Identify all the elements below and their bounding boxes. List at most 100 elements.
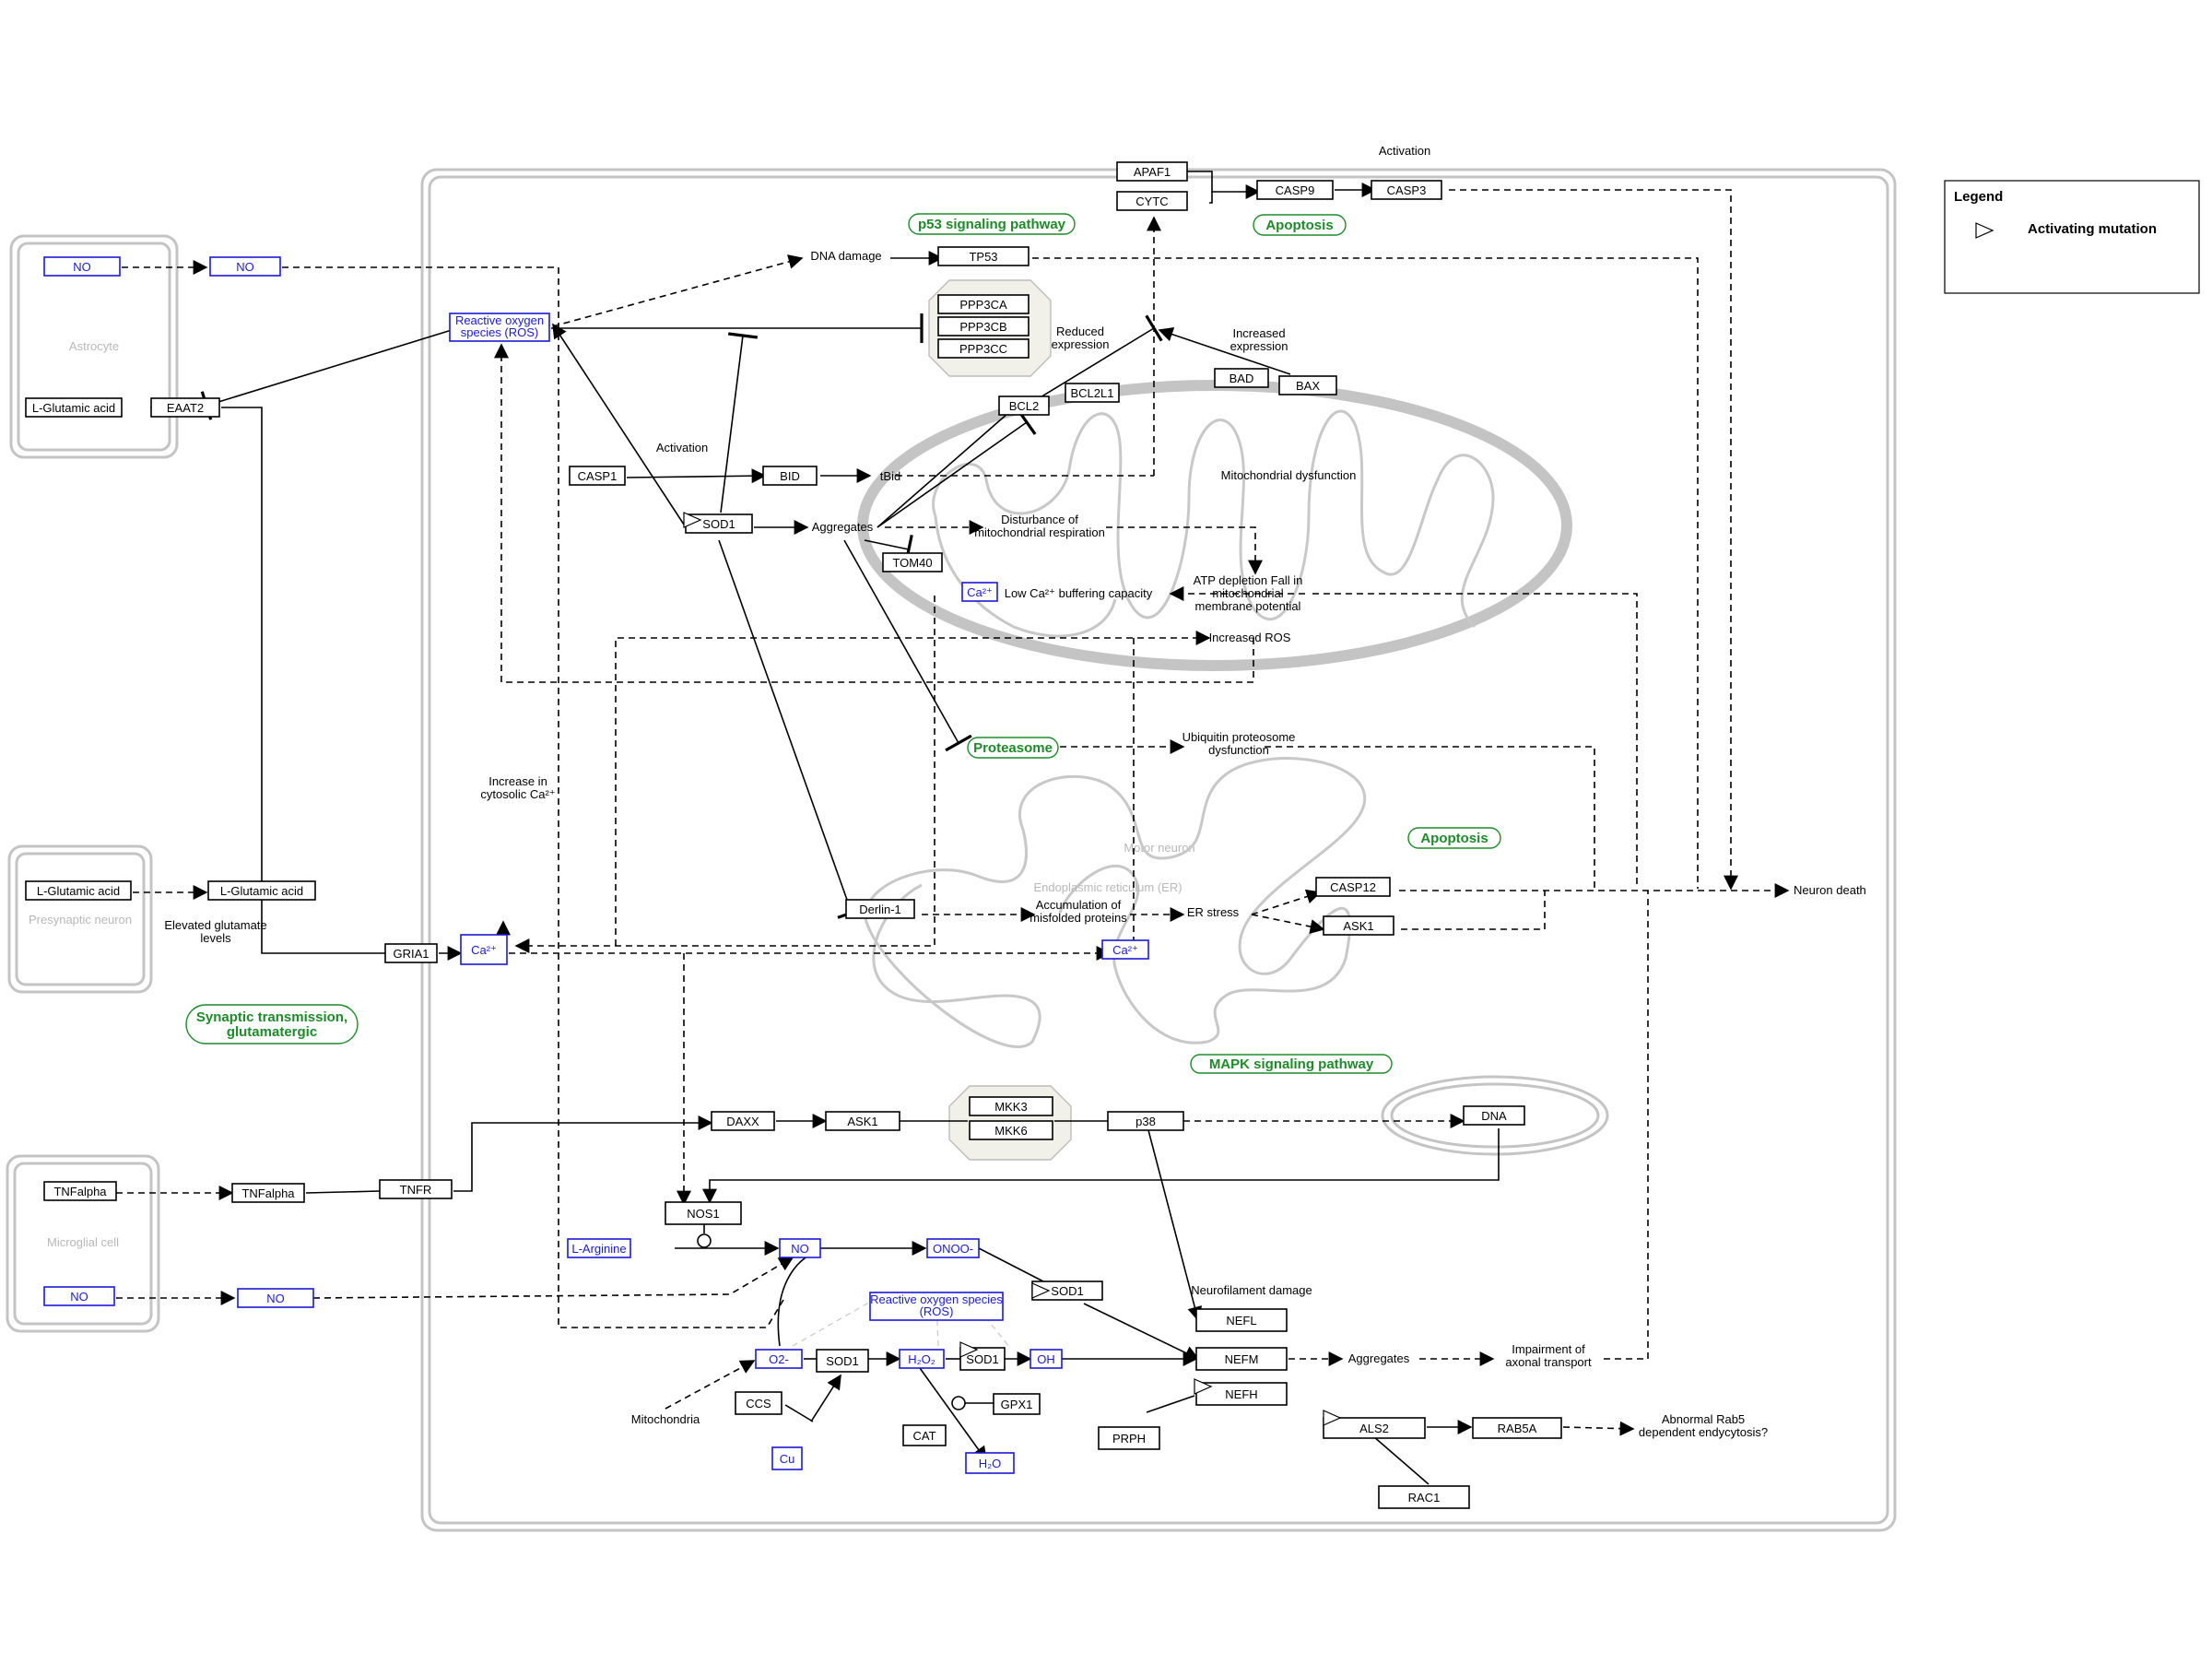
pathway-apoptosis-mid[interactable]: Apoptosis [1407,827,1501,849]
svg-text:MAPK signaling pathway: MAPK signaling pathway [1209,1056,1374,1072]
node-ppp3ca[interactable]: PPP3CA [937,294,1030,314]
node-dna[interactable]: DNA [1463,1105,1525,1126]
node-sod1-a-label: SOD1 [702,517,735,531]
node-casp3[interactable]: CASP3 [1371,180,1442,200]
svg-text:Apoptosis: Apoptosis [1420,831,1488,846]
node-tnfr[interactable]: TNFR [379,1179,453,1199]
node-mkk6-label: MKK6 [994,1124,1027,1138]
node-lglu-syn-label: L-Glutamic acid [220,884,303,898]
node-ca-er[interactable]: Ca²⁺ [1101,939,1149,960]
node-daxx[interactable]: DAXX [711,1111,775,1131]
node-no-astro-1-label: NO [73,260,91,274]
node-ca-mito[interactable]: Ca²⁺ [961,582,998,602]
node-no-micro-2[interactable]: NO [237,1288,314,1308]
node-ros-top-line1: Reactive oxygen [455,313,544,327]
node-bid[interactable]: BID [762,466,818,486]
node-rab5a[interactable]: RAB5A [1472,1417,1562,1439]
node-ca-gria[interactable]: Ca²⁺ [460,934,508,965]
node-no-astro-1[interactable]: NO [43,256,121,277]
node-ccs[interactable]: CCS [735,1391,782,1415]
node-ros-top-line2: species (ROS) [461,325,539,339]
node-bcl2l1[interactable]: BCL2L1 [1065,383,1120,403]
node-no-micro-1[interactable]: NO [43,1286,115,1306]
node-onoo[interactable]: ONOO- [926,1238,980,1258]
node-p38[interactable]: p38 [1107,1111,1184,1131]
node-ask1-er-label: ASK1 [1343,919,1373,933]
node-sod1-d[interactable]: SOD1 [959,1347,1006,1371]
node-casp1[interactable]: CASP1 [569,466,626,486]
node-o2[interactable]: O2- [755,1349,803,1369]
node-gria1[interactable]: GRIA1 [384,943,438,963]
node-oh[interactable]: OH [1030,1349,1063,1369]
node-lglu-syn[interactable]: L-Glutamic acid [207,880,316,901]
node-casp12[interactable]: CASP12 [1315,877,1391,897]
node-rac1-label: RAC1 [1408,1491,1441,1505]
legend-title: Legend [1954,189,2003,205]
node-apaf1[interactable]: APAF1 [1116,161,1188,182]
node-rac1[interactable]: RAC1 [1378,1485,1470,1509]
pathway-mapk[interactable]: MAPK signaling pathway [1190,1054,1393,1074]
node-bax[interactable]: BAX [1278,375,1337,395]
node-no-main[interactable]: NO [779,1238,821,1258]
label-neuron-death: Neuron death [1794,883,1866,897]
node-tnfa-2[interactable]: TNFalpha [231,1183,305,1203]
node-sod1-d-label: SOD1 [966,1352,998,1366]
node-tnfa-micro[interactable]: TNFalpha [43,1181,117,1201]
node-mkk3[interactable]: MKK3 [969,1096,1053,1116]
node-derlin1[interactable]: Derlin-1 [845,899,915,919]
node-mkk6[interactable]: MKK6 [969,1120,1053,1140]
node-cat[interactable]: CAT [902,1424,947,1446]
node-nefh[interactable]: NEFH [1195,1382,1288,1406]
node-cytc[interactable]: CYTC [1116,191,1188,211]
node-ppp3cb[interactable]: PPP3CB [937,316,1030,336]
label-atp-3: membrane potential [1195,599,1301,613]
node-lglu-astro[interactable]: L-Glutamic acid [25,397,123,418]
node-oh-label: OH [1037,1352,1055,1366]
node-lglu-astro-label: L-Glutamic acid [32,401,115,415]
node-lglu-pre-label: L-Glutamic acid [37,884,120,898]
node-bcl2[interactable]: BCL2 [998,395,1050,416]
node-sod1-c[interactable]: SOD1 [816,1349,869,1373]
node-gpx1[interactable]: GPX1 [993,1393,1041,1415]
node-cu[interactable]: Cu [771,1446,803,1470]
label-aggregates-1: Aggregates [812,520,874,534]
node-ask1[interactable]: ASK1 [825,1111,900,1131]
node-larginine[interactable]: L-Arginine [567,1238,631,1258]
pathway-p53[interactable]: p53 signaling pathway [908,213,1076,235]
label-impair-1: Impairment of [1512,1342,1585,1356]
label-increased-expr-1: Increased [1232,326,1285,340]
node-ask1-er[interactable]: ASK1 [1323,915,1394,936]
node-prph[interactable]: PRPH [1098,1426,1160,1450]
node-nos1[interactable]: NOS1 [665,1201,742,1225]
node-bad[interactable]: BAD [1214,368,1269,388]
activating-mutation-markers [683,512,1342,1426]
node-h2o2[interactable]: H₂O₂ [899,1349,945,1369]
node-ppp3cc[interactable]: PPP3CC [937,338,1030,359]
node-als2[interactable]: ALS2 [1323,1417,1426,1439]
node-lglu-pre[interactable]: L-Glutamic acid [25,880,132,901]
node-sod1-a[interactable]: SOD1 [685,513,753,534]
node-nos1-label: NOS1 [687,1207,719,1221]
motor-neuron-compartment: Motor neuron [420,168,1897,1532]
node-mkk3-label: MKK3 [994,1100,1027,1114]
node-tom40[interactable]: TOM40 [882,552,943,572]
node-no-astro-2[interactable]: NO [209,256,281,277]
node-ros-bottom[interactable]: Reactive oxygen species(ROS) [869,1292,1004,1321]
pathway-proteasome[interactable]: Proteasome [967,737,1059,759]
presynaptic-neuron-label: Presynaptic neuron [29,913,132,926]
node-gria1-label: GRIA1 [393,947,429,961]
node-eaat2-label: EAAT2 [167,401,204,415]
node-casp9[interactable]: CASP9 [1256,180,1334,200]
node-als2-label: ALS2 [1359,1422,1389,1435]
node-nefm[interactable]: NEFM [1195,1347,1288,1371]
label-elev-glu-2: levels [200,931,231,945]
node-tp53[interactable]: TP53 [937,246,1030,266]
pathway-synaptic-transmission[interactable]: Synaptic transmission, glutamatergic [185,1004,359,1044]
node-h2o[interactable]: H₂O [965,1452,1015,1474]
node-nefl[interactable]: NEFL [1195,1308,1288,1332]
label-mito-dysfunction: Mitochondrial dysfunction [1221,468,1357,482]
node-sod1-b[interactable]: SOD1 [1031,1280,1103,1301]
pathway-apoptosis-top[interactable]: Apoptosis [1253,214,1347,236]
node-eaat2[interactable]: EAAT2 [150,397,220,418]
